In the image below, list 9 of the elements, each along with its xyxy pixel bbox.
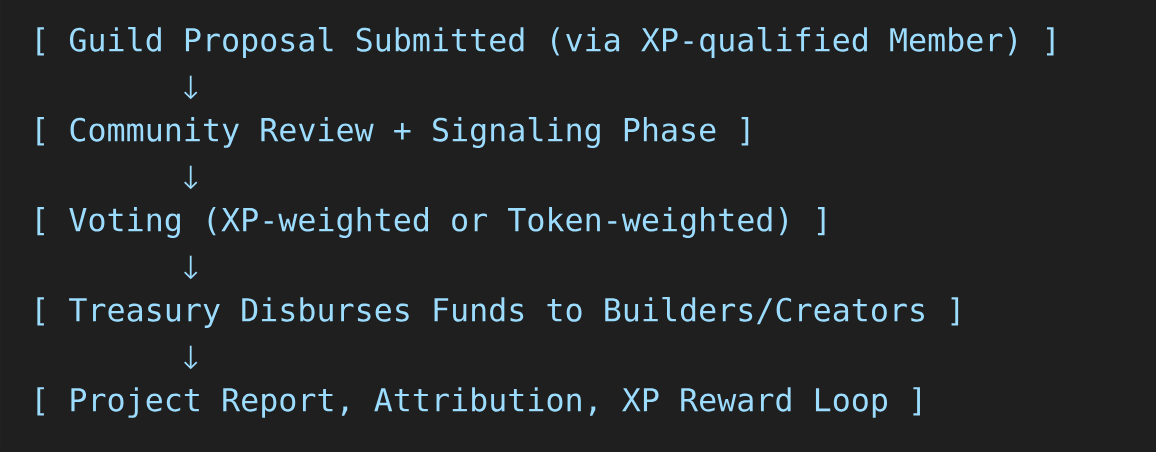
process-step: [ Treasury Disburses Funds to Builders/Creators ] bbox=[37, 297, 959, 328]
arrow bbox=[183, 254, 198, 280]
process-step: [ Project Report, Attribution, XP Reward Loop ] bbox=[37, 387, 920, 418]
process-step: [ Guild Proposal Submitted (via XP-qualified Member) ] bbox=[37, 27, 1054, 58]
arrow bbox=[183, 164, 198, 190]
arrow bbox=[183, 344, 198, 370]
process-step: [ Voting (XP-weighted or Token-weighted) ] bbox=[37, 207, 825, 238]
arrow bbox=[183, 74, 198, 100]
process-step: [ Community Review + Signaling Phase ] bbox=[37, 116, 749, 149]
